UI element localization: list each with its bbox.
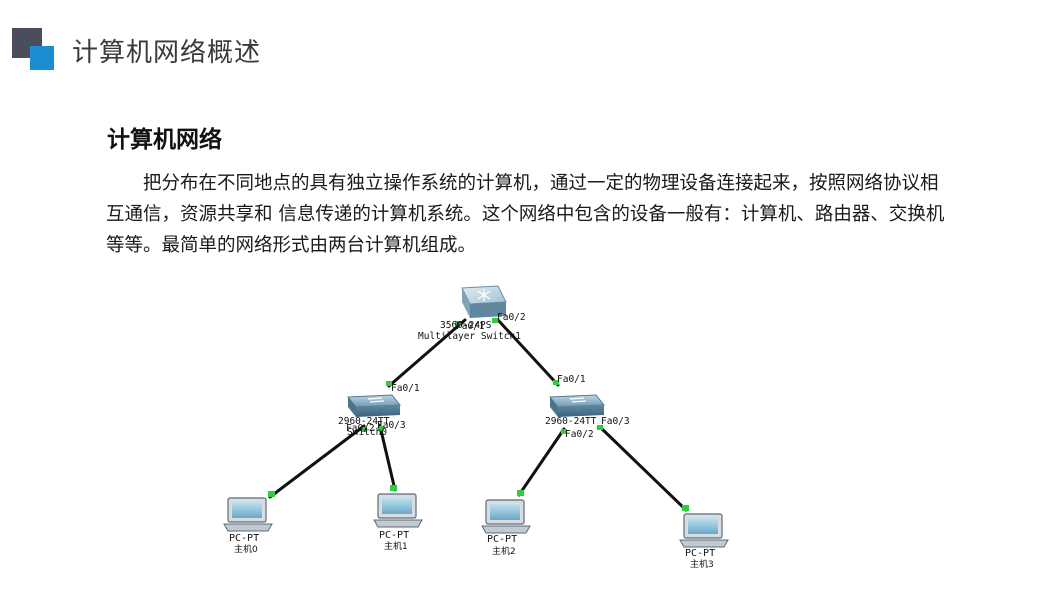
link-switch1-to-pc2	[517, 427, 566, 497]
link-core-to-switch1	[496, 318, 560, 387]
core-switch-name: Multilayer Switch1	[418, 331, 521, 342]
core-port-left: Fa0/1	[456, 321, 485, 332]
port-light	[390, 485, 397, 491]
port-light	[597, 425, 603, 430]
link-switch0-to-pc1	[378, 424, 397, 492]
switch1-model: 2960-24TT	[545, 416, 597, 427]
pc1-type: PC-PT	[379, 530, 409, 541]
pc2-name: 主机2	[492, 545, 516, 557]
port-light	[386, 381, 392, 386]
logo-mark	[12, 28, 56, 72]
port-light	[268, 491, 275, 497]
switch0-name: Switch0	[347, 427, 387, 438]
pc0-type: PC-PT	[229, 533, 259, 544]
switch1-port-a: Fa0/2	[565, 429, 594, 440]
pc3-type: PC-PT	[685, 548, 715, 559]
pc-icon[interactable]	[223, 497, 273, 532]
link-core-to-switch0	[387, 318, 467, 388]
link-switch0-to-pc0	[268, 424, 366, 499]
port-lights	[268, 318, 689, 511]
port-light	[682, 505, 689, 511]
pc0-name: 主机0	[234, 543, 258, 555]
core-port-right: Fa0/2	[497, 312, 526, 323]
switch-icon[interactable]	[346, 394, 402, 417]
port-light	[561, 429, 567, 434]
pc3-name: 主机3	[690, 558, 714, 570]
links	[268, 318, 688, 512]
switch0-port-a: Fa0/2	[346, 423, 375, 434]
page-title: 计算机网络概述	[72, 38, 262, 68]
switch1-port-b: Fa0/3	[601, 416, 630, 427]
core-switch-model: 3560-24PS	[440, 320, 492, 331]
section-heading: 计算机网络	[107, 127, 222, 153]
port-light	[455, 321, 461, 326]
logo-square-blue	[30, 46, 54, 70]
pc2-type: PC-PT	[487, 534, 517, 545]
switch0-port-b: Fa0/3	[377, 420, 406, 431]
switch0-model: 2960-24TT	[338, 416, 390, 427]
multilayer-switch-icon[interactable]	[461, 285, 507, 318]
link-switch1-to-pc3	[598, 425, 688, 512]
pc-icon[interactable]	[373, 493, 423, 528]
switch-icon[interactable]	[548, 394, 606, 417]
switch1-uplink-port: Fa0/1	[557, 374, 586, 385]
pc-icon[interactable]	[481, 499, 531, 534]
port-light	[492, 318, 498, 323]
port-light	[553, 380, 559, 385]
port-light	[378, 426, 384, 431]
port-light	[361, 427, 367, 432]
pc1-name: 主机1	[384, 540, 408, 552]
section-paragraph: 把分布在不同地点的具有独立操作系统的计算机，通过一定的物理设备连接起来，按照网络…	[106, 173, 945, 256]
switch0-uplink-port: Fa0/1	[391, 383, 420, 394]
port-light	[517, 490, 524, 496]
pc-icon[interactable]	[679, 513, 729, 548]
